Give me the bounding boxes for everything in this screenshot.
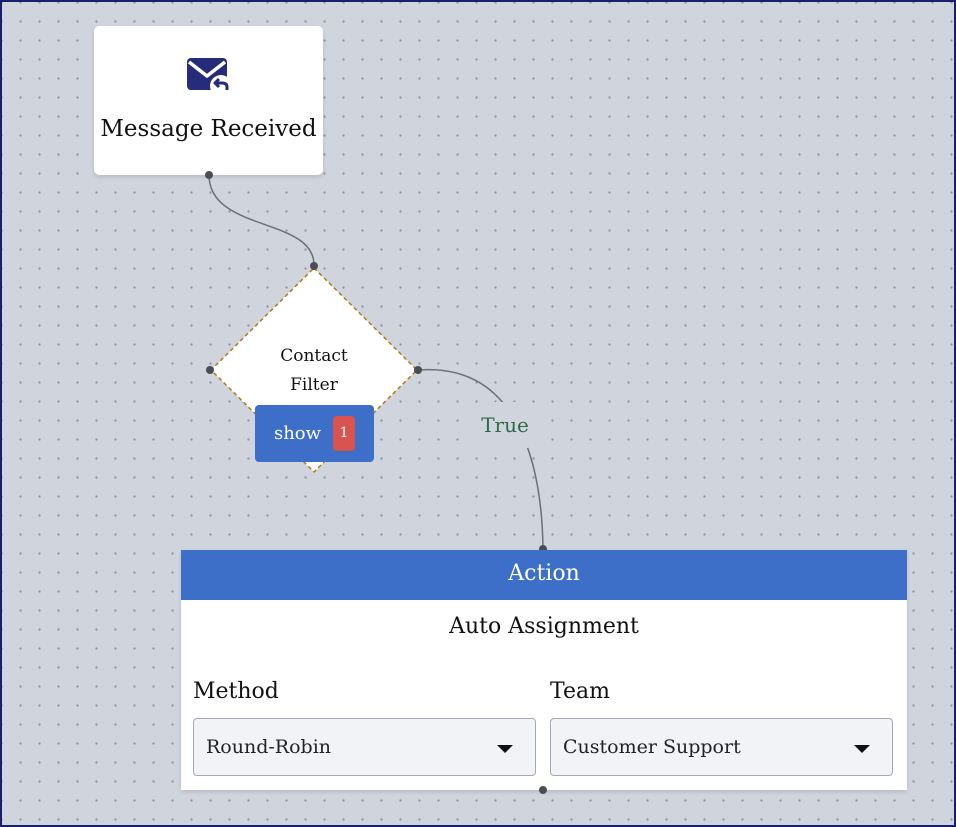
action-node-header: Action bbox=[181, 550, 907, 600]
action-input-port[interactable] bbox=[539, 545, 547, 553]
contact-filter-label: Contact Filter bbox=[254, 342, 374, 400]
team-select-value: Customer Support bbox=[563, 736, 741, 758]
trigger-output-port[interactable] bbox=[205, 171, 213, 179]
envelope-reply-icon bbox=[187, 58, 232, 96]
show-contacts-button[interactable]: show 1 bbox=[255, 405, 374, 462]
trigger-node-title: Message Received bbox=[100, 116, 317, 142]
contact-filter-label-line1: Contact bbox=[280, 346, 348, 366]
team-label: Team bbox=[550, 679, 610, 704]
filter-left-port[interactable] bbox=[206, 366, 214, 374]
action-node-auto-assignment[interactable]: Action Auto Assignment Method Round-Robi… bbox=[181, 550, 907, 790]
action-node-title: Auto Assignment bbox=[449, 614, 639, 639]
action-output-port[interactable] bbox=[539, 786, 547, 794]
contact-filter-label-line2: Filter bbox=[290, 375, 338, 395]
filter-input-port[interactable] bbox=[310, 262, 318, 270]
trigger-node-message-received[interactable]: Message Received bbox=[94, 26, 323, 175]
filter-right-port[interactable] bbox=[414, 366, 422, 374]
edge-label-true: True bbox=[468, 402, 542, 450]
edge-trigger-to-filter bbox=[208, 174, 315, 266]
method-label: Method bbox=[193, 679, 279, 704]
team-select[interactable]: Customer Support bbox=[550, 718, 893, 776]
chevron-down-icon bbox=[854, 745, 870, 753]
chevron-down-icon bbox=[497, 745, 513, 753]
method-select-value: Round-Robin bbox=[206, 736, 332, 758]
show-button-label: show bbox=[273, 423, 322, 444]
method-select[interactable]: Round-Robin bbox=[193, 718, 536, 776]
edge-filter-to-action bbox=[417, 368, 544, 550]
show-count-badge: 1 bbox=[333, 416, 356, 451]
